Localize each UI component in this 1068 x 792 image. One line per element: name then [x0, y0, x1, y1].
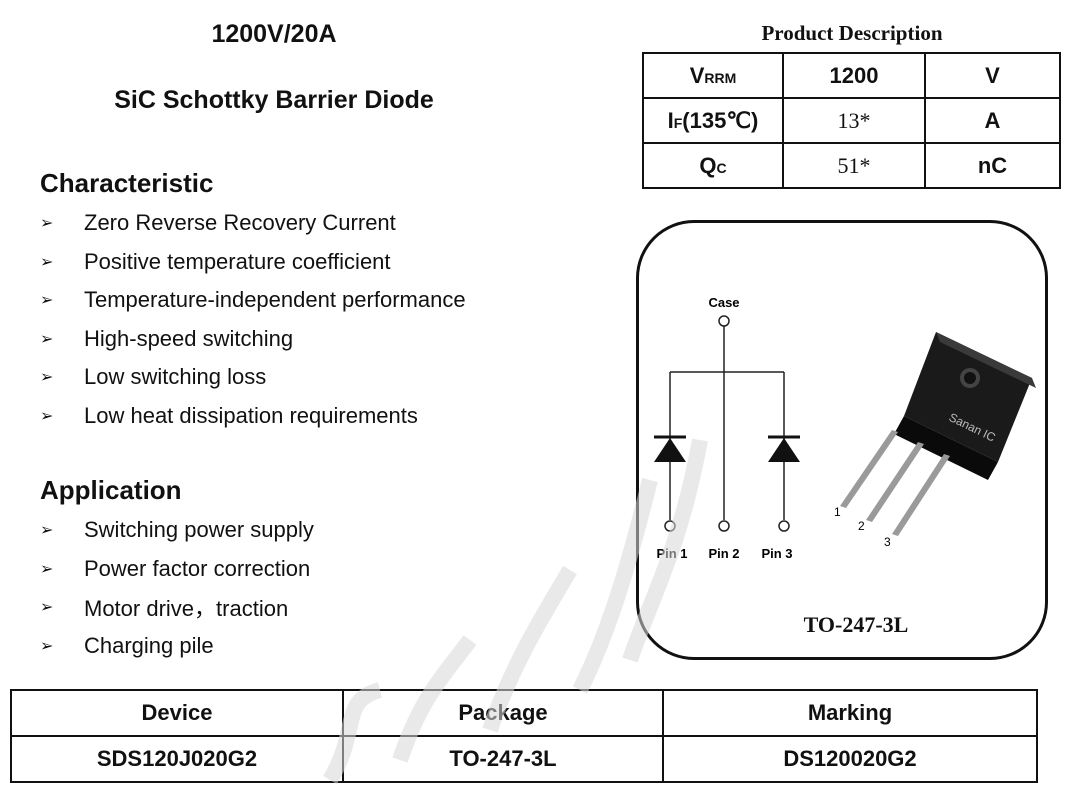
list-item: ➢ High-speed switching	[40, 320, 466, 359]
list-item-label: Low heat dissipation requirements	[84, 402, 418, 428]
marking-cell: DS120020G2	[662, 735, 1038, 783]
pin-label: Pin 1	[656, 546, 687, 561]
unit-cell: nC	[924, 142, 1061, 189]
param-cell: QC	[642, 142, 784, 189]
param-suffix: (135℃)	[682, 107, 759, 133]
value-cell: 51*	[782, 142, 926, 189]
column-header: Device	[10, 689, 344, 737]
pin-label: Pin 2	[708, 546, 739, 561]
column-header: Marking	[662, 689, 1038, 737]
to247-package-image: Sanan IC 1 2 3	[834, 332, 1036, 549]
column-header: Package	[342, 689, 664, 737]
arrow-bullet-icon: ➢	[40, 599, 54, 617]
arrow-bullet-icon: ➢	[40, 215, 54, 233]
arrow-bullet-icon: ➢	[40, 407, 54, 425]
arrow-bullet-icon: ➢	[40, 522, 54, 540]
package-illustration: Case Pin 1 Pin 2 Pin 3 Sanan IC 1 2 3	[654, 295, 1036, 561]
arrow-bullet-icon: ➢	[40, 369, 54, 387]
list-item: ➢ Low switching loss	[40, 358, 466, 397]
list-item-label: Temperature-independent performance	[84, 287, 466, 313]
param-subscript: C	[716, 159, 727, 176]
list-item: ➢ Temperature-independent performance	[40, 281, 466, 320]
product-rating: 1200V/20A	[211, 20, 337, 48]
arrow-bullet-icon: ➢	[40, 330, 54, 348]
product-type-title: SiC Schottky Barrier Diode	[114, 86, 434, 114]
list-item: ➢ Switching power supply	[40, 511, 314, 550]
list-item-label: Positive temperature coefficient	[84, 248, 391, 274]
arrow-bullet-icon: ➢	[40, 292, 54, 310]
list-item: ➢ Low heat dissipation requirements	[40, 397, 466, 436]
product-description-title: Product Description	[761, 21, 943, 45]
list-item-label: Low switching loss	[84, 364, 267, 390]
lead-number: 1	[834, 505, 841, 519]
param-symbol: I	[667, 107, 674, 133]
param-symbol: Q	[699, 152, 717, 178]
product-description-table: VRRM 1200 V IF(135℃) 13* A QC 51* nC	[642, 52, 1061, 189]
param-cell: VRRM	[642, 52, 784, 99]
table-row: QC 51* nC	[642, 142, 1061, 189]
lead-number: 3	[884, 535, 891, 549]
list-item: ➢ Zero Reverse Recovery Current	[40, 204, 466, 243]
package-name-label: TO-247-3L	[803, 612, 909, 637]
device-cell: SDS120J020G2	[10, 735, 344, 783]
param-subscript: F	[673, 114, 683, 131]
param-cell: IF(135℃)	[642, 97, 784, 144]
param-symbol: V	[689, 62, 705, 88]
characteristic-heading: Characteristic	[40, 168, 214, 198]
list-item: ➢ Motor drive，traction	[40, 588, 314, 627]
list-item-label: High-speed switching	[84, 325, 294, 351]
list-item: ➢ Positive temperature coefficient	[40, 243, 466, 282]
unit-cell: V	[924, 52, 1061, 99]
application-heading: Application	[40, 475, 182, 505]
value-cell: 1200	[782, 52, 926, 99]
arrow-bullet-icon: ➢	[40, 637, 54, 655]
lead-number: 2	[858, 519, 865, 533]
list-item-label: Power factor correction	[84, 555, 311, 581]
list-item: ➢ Charging pile	[40, 627, 314, 666]
table-row: VRRM 1200 V	[642, 52, 1061, 99]
list-item-label: Motor drive，traction	[84, 596, 289, 622]
characteristic-list: ➢ Zero Reverse Recovery Current ➢ Positive…	[40, 204, 466, 435]
value-cell: 13*	[782, 97, 926, 144]
pin-label: Pin 3	[761, 546, 792, 561]
list-item: ➢ Power factor correction	[40, 550, 314, 589]
table-row: SDS120J020G2 TO-247-3L DS120020G2	[10, 735, 1038, 783]
diode-symbol-icon	[654, 435, 800, 462]
case-label: Case	[708, 295, 739, 310]
arrow-bullet-icon: ➢	[40, 560, 54, 578]
table-header-row: Device Package Marking	[10, 689, 1038, 737]
device-table: Device Package Marking SDS120J020G2 TO-2…	[10, 689, 1038, 783]
unit-cell: A	[924, 97, 1061, 144]
arrow-bullet-icon: ➢	[40, 253, 54, 271]
list-item-label: Charging pile	[84, 632, 214, 658]
application-list: ➢ Switching power supply ➢ Power factor co…	[40, 511, 314, 665]
table-row: IF(135℃) 13* A	[642, 97, 1061, 144]
param-subscript: RRM	[704, 69, 737, 86]
list-item-label: Switching power supply	[84, 517, 314, 543]
diode-schematic	[664, 315, 790, 532]
list-item-label: Zero Reverse Recovery Current	[84, 210, 396, 236]
package-cell: TO-247-3L	[342, 735, 664, 783]
